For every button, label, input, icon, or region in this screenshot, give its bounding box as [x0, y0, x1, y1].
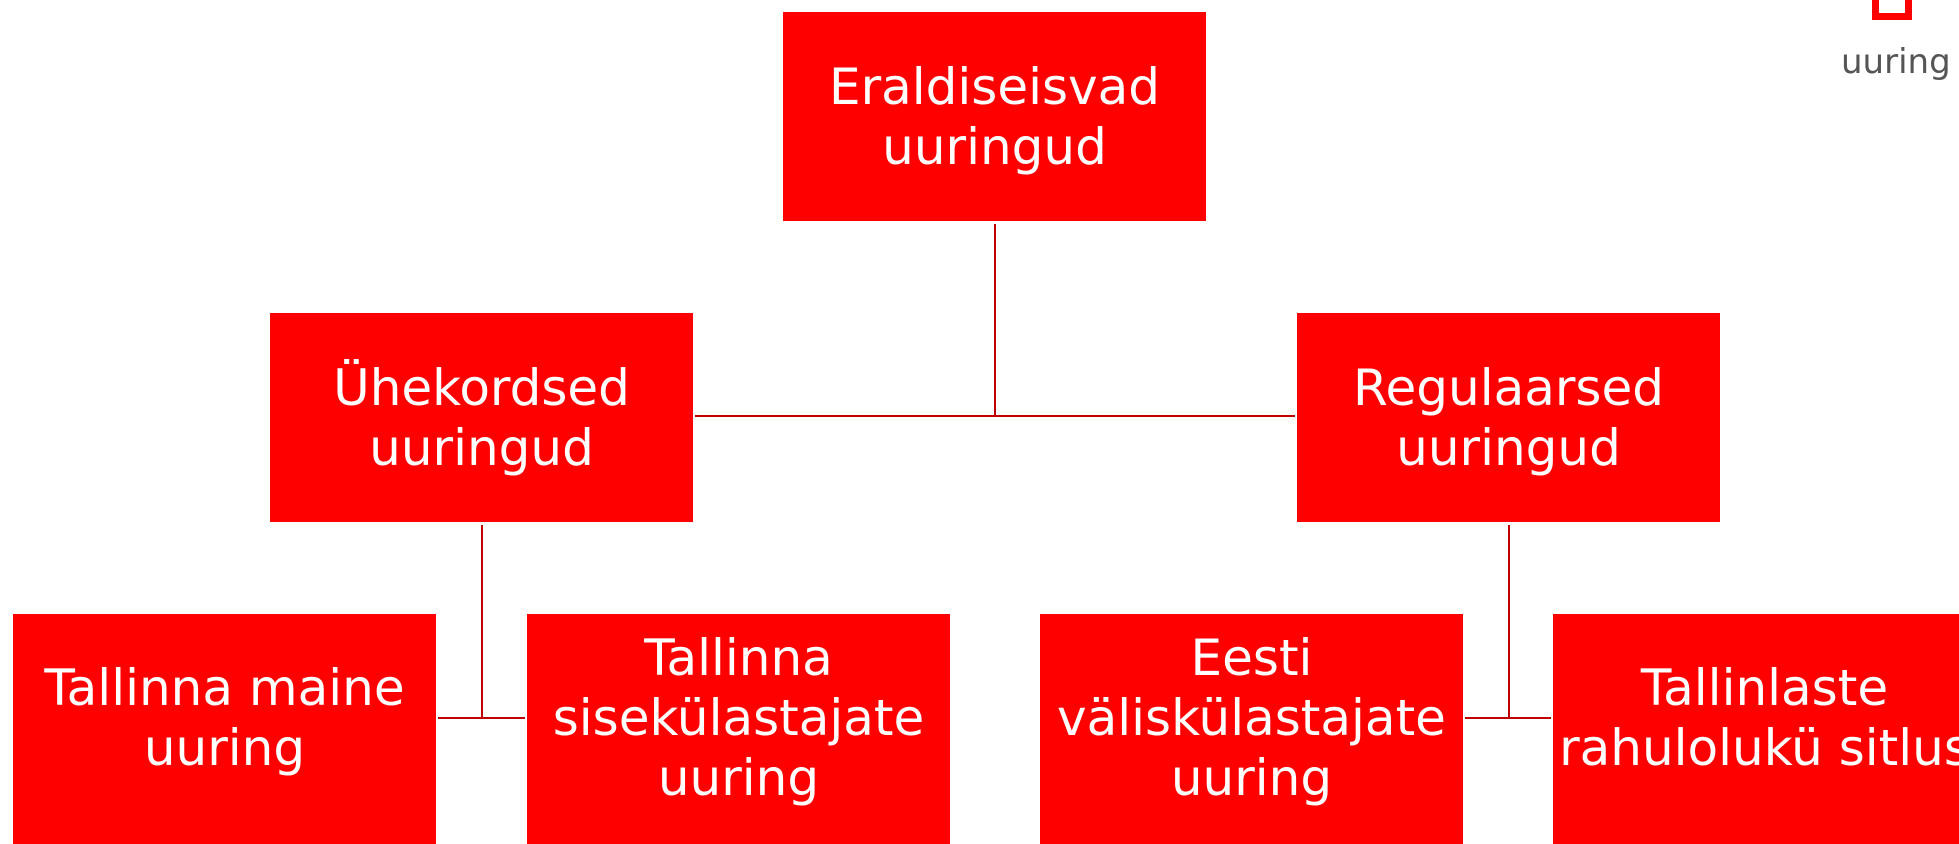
root-node-box: Eraldiseisvad uuringud	[783, 12, 1206, 221]
leaf-node-tallinn-image: Tallinna maine uuring	[13, 614, 436, 844]
leaf-node-domestic-visitors: Tallinna sisekülastajate uuring	[527, 614, 950, 844]
logo-text: uuring	[1841, 42, 1951, 82]
leaf-node-resident-satisfaction: Tallinlaste rahulolukü sitlus	[1553, 614, 1959, 844]
connector-root-stem	[994, 224, 996, 417]
leaf-node-foreign-visitors: Eesti väliskülastajate uuring	[1040, 614, 1463, 844]
branch-node-one-time: Ühekordsed uuringud	[270, 313, 693, 522]
logo-square-icon	[1872, 0, 1912, 20]
connector-root-bus	[695, 415, 1295, 417]
branch-node-regular: Regulaarsed uuringud	[1297, 313, 1720, 522]
connector-right-bus	[1465, 717, 1551, 719]
connector-left-stem	[481, 525, 483, 719]
connector-left-bus	[438, 717, 525, 719]
connector-right-stem	[1508, 525, 1510, 719]
